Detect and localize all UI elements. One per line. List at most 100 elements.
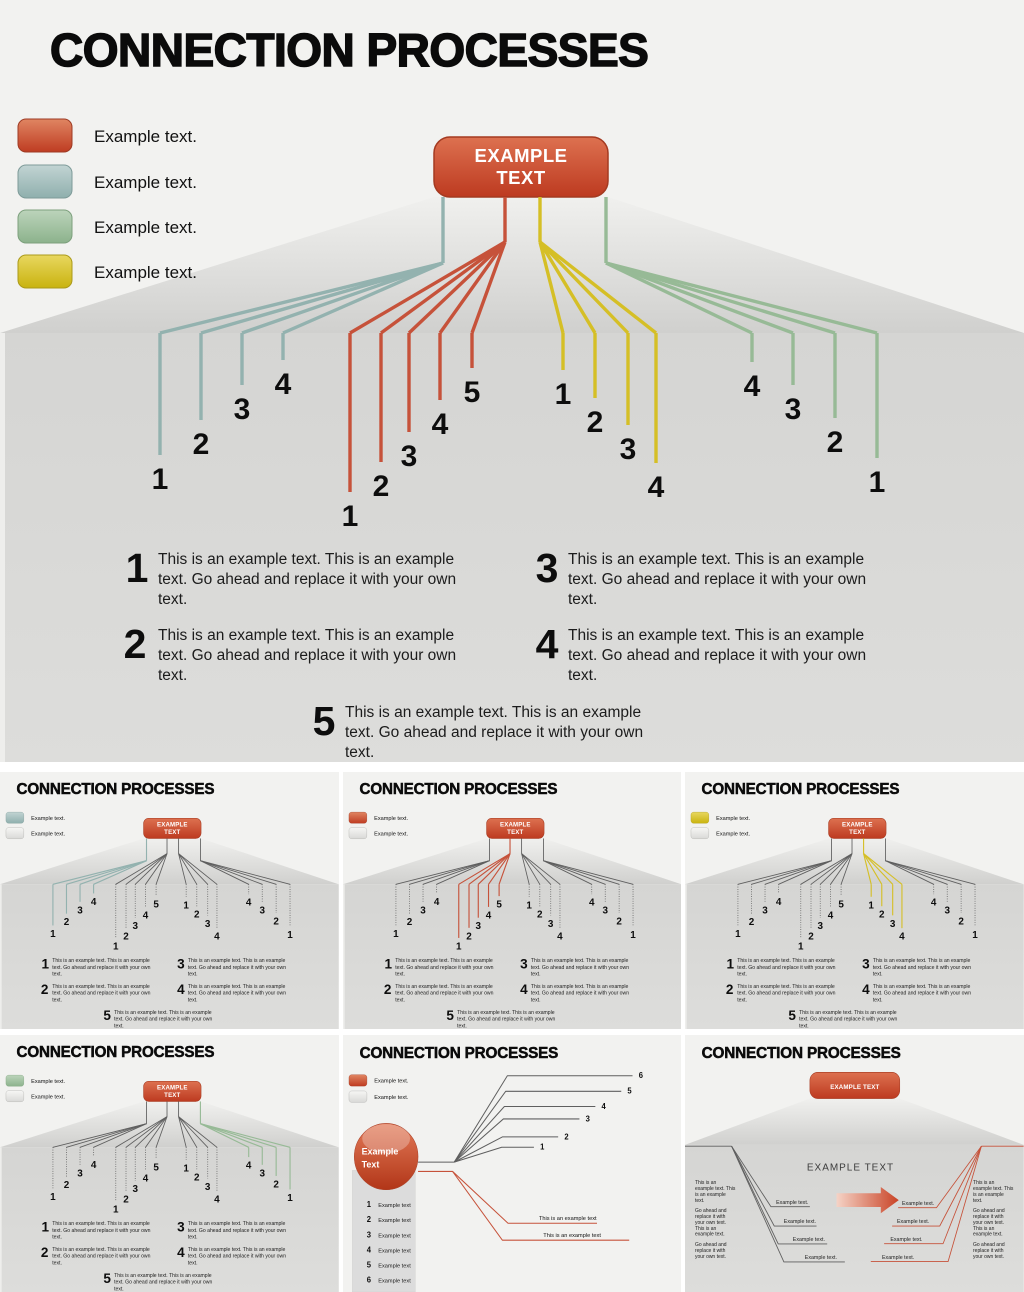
- side-paragraph-line: your own text.: [973, 1254, 1004, 1260]
- connection-line-teal: [241, 261, 444, 335]
- connection-line-yellow: [520, 853, 530, 885]
- example-text-box-label: TEXT: [850, 829, 866, 836]
- branch-label: Example text.: [902, 1201, 935, 1207]
- connection-line-green: [605, 261, 878, 335]
- line-number: 2: [587, 406, 604, 439]
- connection-line-yellow: [178, 853, 187, 885]
- paragraph-number: 3: [177, 956, 185, 971]
- line-number: 4: [485, 910, 491, 921]
- list-item-number: 4: [366, 1245, 371, 1254]
- line-number: 4: [143, 1173, 149, 1184]
- line-number: 2: [64, 1180, 70, 1191]
- fan-line-number: 6: [638, 1071, 643, 1080]
- line-number: 2: [809, 931, 815, 942]
- side-paragraph-line: text.: [973, 1198, 982, 1204]
- branch-line: [898, 1145, 983, 1209]
- side-paragraph-line: This is an: [695, 1226, 717, 1232]
- side-paragraph-line: example text.: [973, 1232, 1003, 1238]
- line-number: 3: [133, 1184, 139, 1195]
- side-paragraph-line: is an example: [695, 1192, 726, 1198]
- example-paragraph: This is an example text. This is an exam…: [568, 627, 866, 684]
- connection-line-green: [605, 261, 794, 335]
- connection-line-teal: [778, 860, 833, 885]
- line-number: 1: [113, 941, 119, 952]
- paragraph-number: 3: [520, 956, 528, 971]
- connection-line-green: [200, 860, 249, 885]
- line-number: 1: [342, 500, 359, 533]
- band-edge: [685, 884, 687, 1029]
- connection-line-yellow: [178, 853, 218, 885]
- connection-line-yellow: [178, 1116, 218, 1148]
- slide-thumbnail-1[interactable]: CONNECTION PROCESSES Example text. Example…: [0, 772, 339, 1029]
- paragraph-number: 3: [862, 956, 870, 971]
- legend-label: Example text.: [31, 1079, 65, 1085]
- example-text-box-label: EXAMPLE: [157, 822, 188, 829]
- line-number: 4: [246, 897, 252, 908]
- line-number: 2: [194, 910, 200, 921]
- paragraph-number: 5: [789, 1008, 797, 1023]
- line-number: 5: [153, 1163, 159, 1174]
- line-number: 3: [945, 905, 951, 916]
- slide-title: CONNECTION PROCESSES: [17, 781, 215, 798]
- shadow-wedge: [0, 838, 339, 885]
- branch-label: Example text.: [891, 1237, 924, 1243]
- connection-line-red: [811, 853, 853, 885]
- fan-line: [453, 1090, 621, 1163]
- gray-band: [342, 884, 682, 1029]
- thumbnail-grid: CONNECTION PROCESSES Example text. Example…: [0, 772, 1024, 1292]
- side-paragraph-line: Go ahead and: [695, 1242, 727, 1248]
- connection-line-yellow: [863, 853, 894, 885]
- line-number: 1: [869, 900, 875, 911]
- connection-line-teal: [52, 1123, 147, 1148]
- paragraph-number: 4: [520, 982, 528, 997]
- branch-line: [871, 1146, 983, 1263]
- connection-line-yellow: [520, 853, 560, 885]
- circle-gloss: [361, 1124, 410, 1154]
- connection-line-yellow: [538, 240, 630, 335]
- line-number: 2: [466, 931, 472, 942]
- connection-line-teal: [409, 860, 490, 885]
- paragraph-number: 1: [42, 1219, 50, 1234]
- legend-swatch-gray: [348, 1090, 367, 1103]
- side-paragraph-line: is an example: [973, 1192, 1004, 1198]
- paragraph-number: 3: [536, 545, 559, 591]
- line-number: 4: [143, 910, 149, 921]
- connection-line-yellow: [863, 853, 903, 885]
- connection-line-yellow: [538, 241, 565, 334]
- legend-swatch-red: [348, 1074, 367, 1087]
- legend-label: Example text.: [31, 816, 65, 822]
- connector-label: This is an example text: [543, 1233, 601, 1239]
- line-number: 2: [749, 917, 755, 928]
- connection-line-red: [379, 240, 507, 335]
- branch-label: Example text.: [897, 1219, 930, 1225]
- legend-label: Example text.: [31, 1094, 65, 1100]
- legend-label: Example text.: [31, 831, 65, 837]
- connection-line-teal: [751, 860, 832, 885]
- list-item-number: 6: [366, 1276, 371, 1285]
- connection-line-red: [125, 853, 168, 885]
- legend-label: Example text.: [94, 127, 197, 146]
- paragraph-number: 4: [177, 1245, 185, 1260]
- line-number: 2: [193, 428, 210, 461]
- line-number: 5: [839, 900, 845, 911]
- example-paragraph: This is an example text. This is an exam…: [158, 627, 456, 684]
- fan-line: [453, 1146, 534, 1163]
- line-number: 2: [273, 1179, 279, 1190]
- connection-line-yellow: [520, 853, 551, 885]
- connection-line-yellow: [520, 853, 540, 885]
- line-number: 4: [214, 932, 220, 943]
- line-number: 4: [557, 932, 563, 943]
- line-number: 4: [432, 408, 449, 441]
- line-number: 3: [401, 440, 418, 473]
- line-number: 4: [433, 897, 439, 908]
- side-paragraph-line: This is an: [695, 1180, 717, 1186]
- line-number: 4: [246, 1160, 252, 1171]
- side-paragraph-line: your own text.: [695, 1254, 726, 1260]
